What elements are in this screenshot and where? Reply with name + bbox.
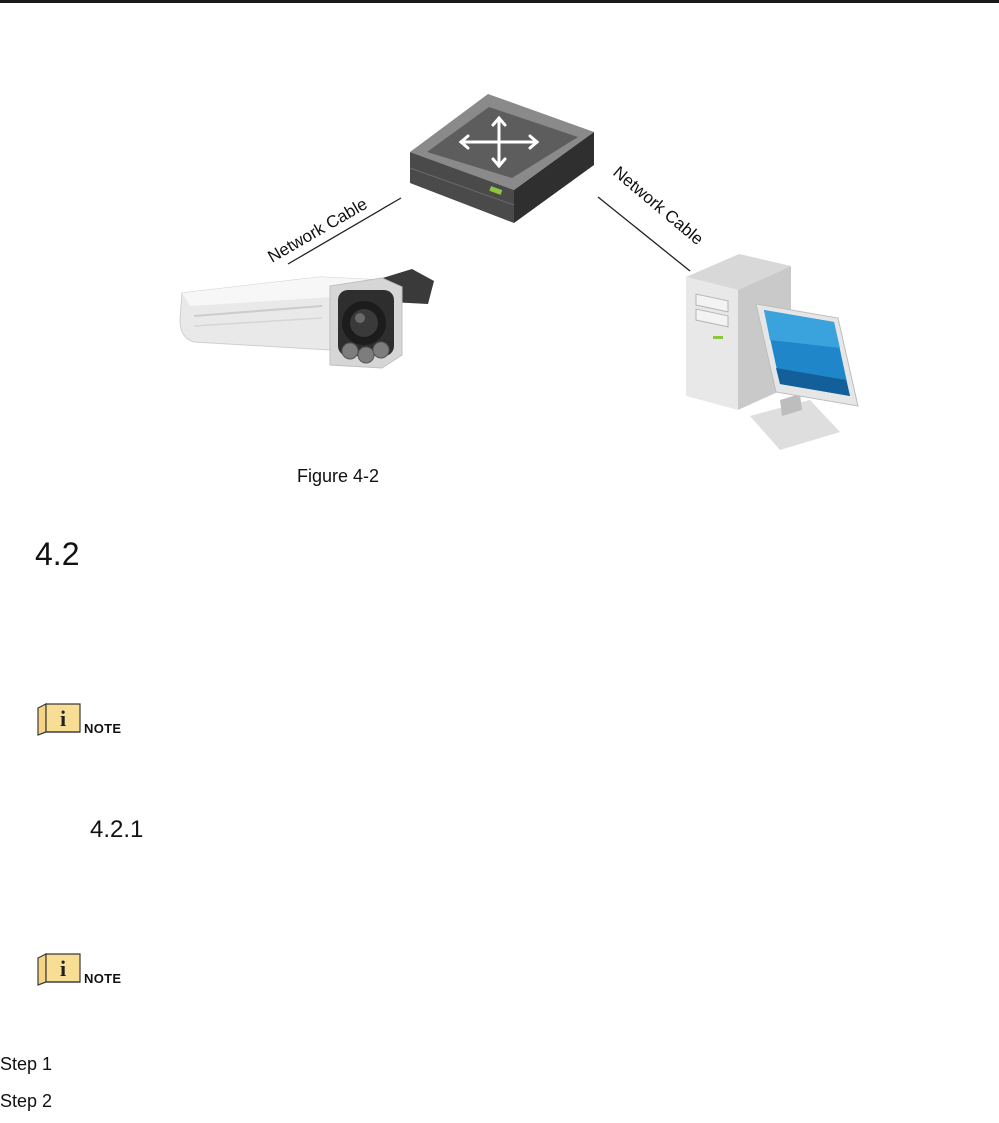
network-switch-icon: [409, 94, 594, 223]
subsection-heading: 4.2.1: [90, 816, 144, 843]
note-callout: i NOTE: [36, 952, 121, 986]
left-cable-line: [287, 197, 402, 265]
camera-icon: [179, 269, 434, 369]
info-icon: i: [37, 953, 81, 986]
svg-text:i: i: [60, 956, 66, 981]
right-cable-line: [597, 196, 691, 272]
step-label: Step 2: [0, 1091, 53, 1111]
computer-icon: [686, 254, 859, 450]
svg-text:i: i: [60, 706, 66, 731]
step-label: Step 1: [0, 1054, 53, 1074]
note-callout: i NOTE: [36, 702, 121, 736]
network-diagram: Network Cable Network Cable: [179, 94, 859, 450]
note-label: NOTE: [84, 721, 122, 736]
right-cable-label: Network Cable: [609, 163, 707, 249]
left-cable-label: Network Cable: [265, 194, 371, 266]
section-heading: 4.2: [35, 536, 80, 572]
figure-caption: Figure 4-2: [297, 466, 380, 486]
note-label: NOTE: [84, 971, 122, 986]
top-rule: [0, 0, 999, 3]
info-icon: i: [37, 703, 81, 736]
